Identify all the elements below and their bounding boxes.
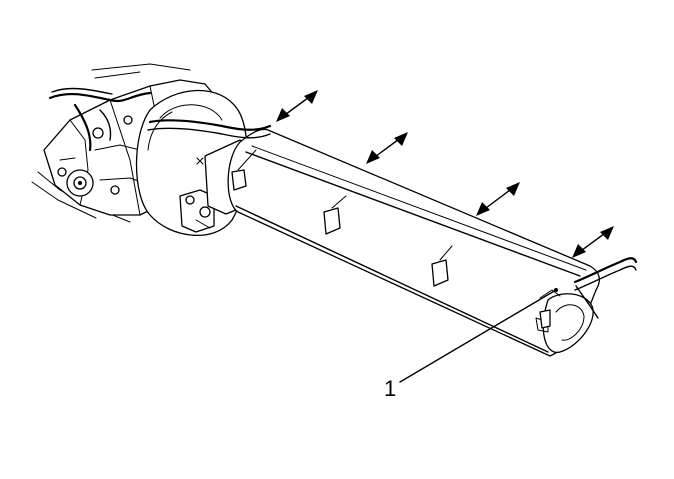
- double-arrow: [476, 182, 520, 216]
- callout-label: 1: [384, 376, 396, 401]
- shield-clip: [323, 195, 347, 235]
- callout-1: 1: [384, 288, 558, 401]
- shield-clip: [539, 309, 551, 329]
- heat-shield-tube: [227, 128, 601, 357]
- double-arrow: [572, 226, 614, 258]
- wiring-harness-conduit: [147, 119, 638, 319]
- double-arrow: [276, 90, 318, 122]
- double-arrow: [366, 132, 408, 164]
- shield-clip: [431, 245, 453, 287]
- shield-clip: [231, 149, 257, 191]
